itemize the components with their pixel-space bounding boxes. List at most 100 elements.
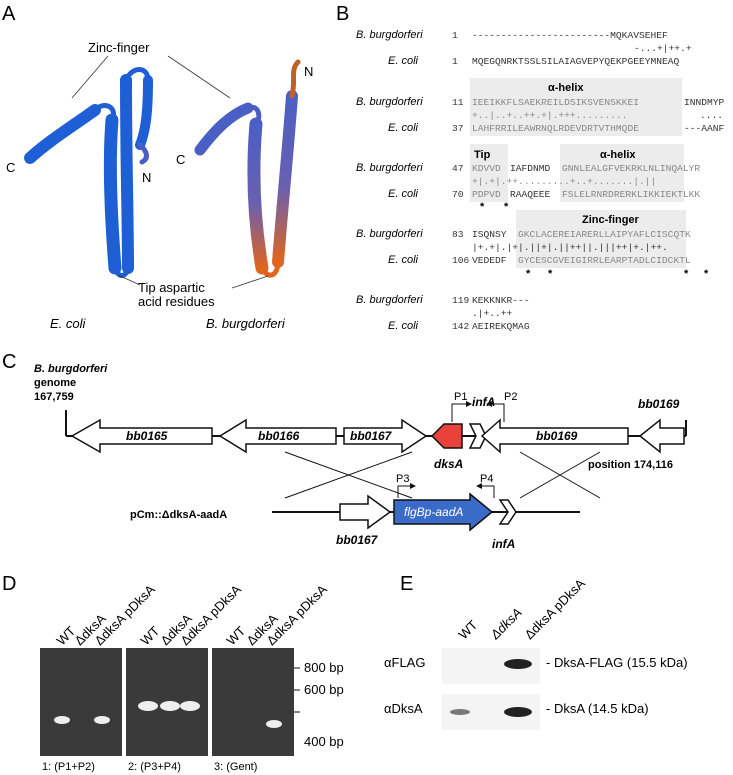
helix-highlight-2	[560, 144, 684, 202]
svg-text:70: 70	[452, 189, 464, 200]
blot-lane-headers: WT ΔdksA ΔdksA pDksA	[456, 576, 589, 643]
alpha-helix-header-2: α-helix	[600, 149, 636, 161]
helix-highlight-1	[470, 78, 682, 136]
svg-text:WT: WT	[456, 617, 481, 642]
marker-800: 800 bp	[304, 660, 344, 675]
plasmid-gene-aadA	[393, 492, 494, 532]
band-label-dksa: - DksA (14.5 kDa)	[546, 701, 649, 716]
svg-text:*: *	[504, 201, 509, 213]
gene-bb0169	[480, 418, 629, 454]
svg-text:ΔdksA pDksA: ΔdksA pDksA	[522, 576, 589, 643]
svg-text:B. burgdorferi: B. burgdorferi	[356, 294, 423, 306]
svg-text:....: ....	[700, 110, 723, 121]
ecoli-structure-label: E. coli	[50, 316, 87, 331]
panel-label-c: C	[2, 351, 16, 373]
svg-text:|+.+|.|+|.||+|.||++||.|||++|+.: |+.+|.|+|.||+|.||++||.|||++|+.|++.	[472, 242, 668, 253]
genome-title: B. burgdorferi	[34, 363, 108, 375]
alpha-helix-header-1: α-helix	[548, 82, 584, 94]
alignment-block-3: B. burgdorferi 47 KDVVD IAFDNMD GNNLEALG…	[356, 162, 700, 213]
svg-text:47: 47	[452, 163, 464, 174]
svg-text:*: *	[704, 268, 709, 280]
match-1: -...+|++.+	[634, 43, 692, 54]
svg-text:*: *	[548, 268, 553, 280]
plasmid-gene-bb0167	[339, 494, 392, 530]
svg-text:IEEIKKFLSAEKREILDSIKSVENSKKEI: IEEIKKFLSAEKREILDSIKSVENSKKEI	[472, 97, 639, 108]
svg-text:IAFDNMD: IAFDNMD	[510, 163, 551, 174]
plasmid-infA-label: infA	[492, 537, 515, 551]
gene-infA	[468, 423, 487, 449]
svg-text:KDVVD: KDVVD	[472, 163, 501, 174]
svg-text:+|.+|.++.........+..+.......|.: +|.+|.++.........+..+.......|.||	[472, 176, 656, 187]
alignment-block-1: B. burgdorferi 1 -----------------------…	[356, 29, 692, 67]
svg-text:GNNLEALGFVEKRKLNLINQALYR: GNNLEALGFVEKRKLNLINQALYR	[562, 163, 700, 174]
tip-highlight	[470, 144, 508, 202]
antibody-flag: αFLAG	[384, 655, 425, 670]
panel-label-e: E	[400, 573, 413, 595]
tip-header: Tip	[474, 149, 491, 161]
svg-text:---AANF: ---AANF	[684, 123, 725, 134]
alignment-block-2: B. burgdorferi 11 IEEIKKFLSAEKREILDSIKSV…	[356, 96, 725, 134]
bb-num-1: 1	[452, 30, 458, 41]
svg-text:+..|..+..++.+|.+++.........: +..|..+..++.+|.+++.........	[472, 110, 627, 121]
ecoli-c-terminus: C	[6, 160, 15, 175]
ec-num-1: 1	[452, 56, 458, 67]
gene-bb0167-label: bb0167	[350, 429, 393, 443]
bb-seq-1: ------------------------MQKAVSEHEF	[472, 30, 668, 41]
gene-bb0169-label: bb0169	[536, 429, 578, 443]
bb-c-terminus: C	[176, 152, 185, 167]
svg-text:ΔdksA: ΔdksA	[487, 605, 525, 643]
gel-1-caption: 1: (P1+P2)	[42, 761, 95, 773]
panel-label-d: D	[2, 573, 16, 595]
ec-seq-1: MQEGQNRKTSSLSILAIAGVEPYQEKPGEEYMNEAQ	[472, 56, 680, 67]
marker-600: 600 bp	[304, 682, 344, 697]
marker-400: 400 bp	[304, 734, 344, 749]
svg-text:E. coli: E. coli	[388, 254, 419, 266]
position-end: position 174,116	[588, 459, 673, 471]
dksa-band-wt	[450, 709, 470, 715]
plasmid-label: pCm::ΔdksA-aadA	[130, 509, 227, 521]
gene-dksA-label: dksA	[434, 457, 463, 471]
gel-2-caption: 2: (P3+P4)	[128, 761, 181, 773]
gene-bb0165-label: bb0165	[126, 429, 168, 443]
gene-bb0165	[70, 418, 213, 454]
gene-bb0169-2	[638, 418, 685, 454]
svg-text:KEKKNKR---: KEKKNKR---	[472, 295, 530, 306]
primer-p3: P3	[396, 473, 409, 485]
gene-bb0166-label: bb0166	[258, 429, 300, 443]
gene-bb0166	[218, 418, 337, 454]
svg-text:E. coli: E. coli	[388, 188, 419, 200]
gel-bands	[54, 701, 282, 728]
tip-label-line2: acid residues	[138, 294, 215, 309]
svg-text:E. coli: E. coli	[388, 122, 419, 134]
svg-text:37: 37	[452, 123, 464, 134]
dksa-band-comp	[504, 707, 532, 717]
gene-bb0167	[343, 418, 428, 454]
bb-structure	[194, 59, 301, 278]
gel-3	[212, 648, 294, 756]
plasmid-gene-infA	[498, 499, 517, 525]
antibody-dksa: αDksA	[384, 701, 423, 716]
svg-text:B. burgdorferi: B. burgdorferi	[356, 96, 423, 108]
svg-text:142: 142	[452, 321, 470, 332]
bb-structure-label: B. burgdorferi	[206, 316, 286, 331]
gel-3-caption: 3: (Gent)	[214, 761, 257, 773]
svg-text:.|+..++: .|+..++	[472, 308, 513, 319]
svg-text:*: *	[526, 268, 531, 280]
svg-text:11: 11	[452, 97, 464, 108]
svg-text:RAAQEEE: RAAQEEE	[510, 189, 551, 200]
genome-line2: genome	[34, 377, 76, 389]
svg-text:E. coli: E. coli	[388, 320, 419, 332]
plasmid-aadA-label: flgBp-aadA	[404, 505, 463, 519]
zinc-finger-highlight	[516, 210, 686, 268]
bb-n-terminus: N	[304, 64, 313, 79]
ecoli-structure	[24, 67, 153, 278]
ec-name-1: E. coli	[388, 55, 419, 67]
svg-text:*: *	[480, 201, 485, 213]
svg-text:GYCESCGVEIGIRRLEARPTADLCIDCKTL: GYCESCGVEIGIRRLEARPTADLCIDCKTL	[518, 255, 691, 266]
gene-dksA	[430, 423, 463, 449]
bb-name-1: B. burgdorferi	[356, 29, 423, 41]
zinc-finger-header: Zinc-finger	[582, 214, 640, 226]
alignment-block-4: B. burgdorferi 83 ISQNSY GKCLACEREIARERL…	[356, 228, 709, 280]
gene-bb0169-top-label: bb0169	[638, 397, 680, 411]
